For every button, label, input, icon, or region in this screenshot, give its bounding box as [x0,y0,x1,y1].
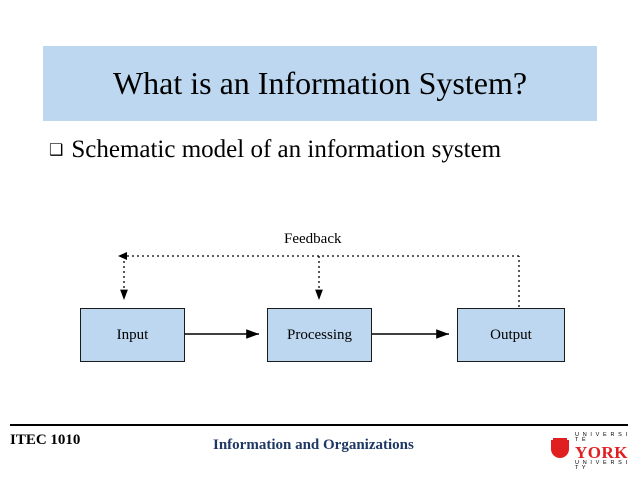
logo-name: YORK [575,442,628,462]
logo-bottom-line: U N I V E R S I T Y [575,459,629,471]
diagram-node-processing: Processing [267,308,372,362]
footer-divider [10,424,628,426]
bullet-text: Schematic model of an information system [71,136,502,163]
feedback-label: Feedback [284,231,342,247]
edge-feedback-bus [118,252,520,307]
logo-top-line: U N I V E R S I T É [575,431,629,443]
footer-course-code: ITEC 1010 [10,432,81,448]
diagram-node-input: Input [80,308,185,362]
bullet-row: ❑ Schematic model of an information syst… [49,136,609,164]
york-shield-icon [549,438,571,466]
diagram-node-output: Output [457,308,565,362]
bullet-square-icon: ❑ [49,140,64,159]
york-university-logo: U N I V E R S I T É YORK U N I V E R S I… [549,431,629,472]
page-title: What is an Information System? [112,64,528,101]
footer-course-title: Information and Organizations [213,437,414,453]
title-banner: What is an Information System? [43,46,597,121]
logo-text-block: U N I V E R S I T É YORK U N I V E R S I… [575,431,629,472]
